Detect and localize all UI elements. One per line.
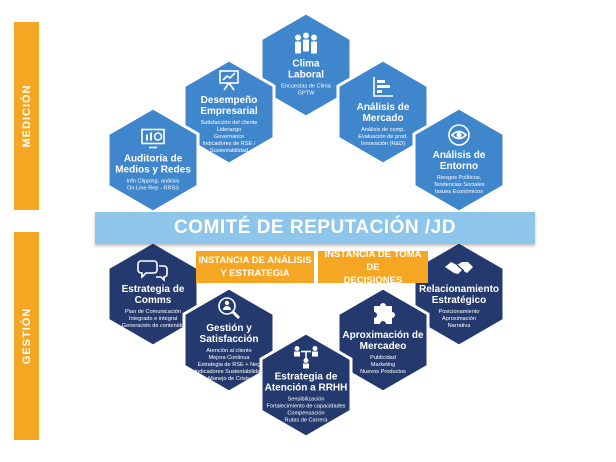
medicion-hex-title: Empresarial (200, 106, 257, 117)
gestion-hex-title: Gestión y (206, 323, 252, 334)
magnifier-user-icon (218, 297, 241, 320)
handshake-icon (445, 262, 473, 274)
gestion-hex-title: Estratégico (432, 295, 486, 306)
gestion-hex-shape (182, 286, 276, 394)
gestion-hex-item: Fortalecimiento de capacidades (267, 404, 346, 410)
gestion-hex-item: Rutas de Carrera (285, 418, 329, 424)
gestion-hex-4: Aproximación deMercadeoPublicidadMarketi… (336, 286, 430, 394)
gestion-hex-item: Plan de Comunicación (125, 309, 181, 315)
medicion-hex-item: Evaluación de prod. (358, 134, 408, 140)
instance-decisions-box: INSTANCIA DE TOMA DE DECISIONES (318, 248, 428, 286)
medicion-hex-shape (182, 58, 276, 166)
gestion-hex-item: Narrativa (448, 323, 472, 329)
medicion-hex-item: Issues Económicos (435, 189, 483, 195)
medicion-hex-item: Liderazgo (217, 127, 242, 133)
gestion-hex-item: Posicionamiento (438, 309, 479, 315)
medicion-hex-item: Encuestas de Clima (281, 84, 332, 90)
medicion-hex-shape (259, 11, 353, 119)
speech-bubbles-icon (137, 260, 168, 282)
team-network-icon (294, 346, 318, 369)
medicion-hex-item: Sustentabilidad (210, 148, 248, 154)
gestion-hex-item: Generación de contenido (122, 323, 185, 329)
gestion-hex-title: Mercadeo (360, 341, 407, 352)
instance-decisions-line-1: INSTANCIA DE TOMA DE (324, 248, 422, 273)
medicion-hex-item: GPTW (298, 91, 315, 97)
medicion-hex-item: Innovación (R&D) (361, 141, 405, 147)
medicion-hex-item: On Line Rep - RRSS (127, 186, 179, 192)
gestion-hex-item: Marketing (371, 362, 396, 368)
medicion-hex-item: Satisfacción del cliente (201, 120, 258, 126)
gestion-hex-shape (259, 331, 353, 439)
gestion-hex-item: Atención al cliente (206, 348, 251, 354)
gestion-hex-item: Indicadores Sustentabilidad (195, 369, 264, 375)
medicion-hex-item: Governance (214, 134, 244, 140)
medicion-hex-shape (336, 58, 430, 166)
instance-analysis-line-1: INSTANCIA DE ANÁLISIS (198, 255, 312, 266)
target-eye-icon (448, 124, 470, 146)
people-group-icon (295, 32, 317, 54)
instance-analysis-line-2: Y ESTRATEGIA (220, 268, 290, 279)
medicion-hex-item: Indicadores de RSE / (203, 141, 256, 147)
committee-banner: COMITÉ DE REPUTACIÓN /JD (95, 212, 535, 244)
medicion-hex-title: Análisis de (433, 150, 486, 161)
gestion-hex-item: Publicidad (370, 355, 396, 361)
medicion-hex-title: Medios y Redes (115, 165, 191, 176)
medicion-hex-title: Desempeño (201, 95, 258, 106)
medicion-hex-title: Entorno (440, 161, 478, 172)
instance-analysis-box: INSTANCIA DE ANÁLISIS Y ESTRATEGIA (196, 251, 314, 283)
gestion-hex-item: Estrategia de RSE + Neg (198, 362, 261, 368)
gestion-hex-item: Mejora Continua (208, 355, 250, 361)
gestion-hex-item: Compensación (287, 411, 324, 417)
medicion-hex-title: Análisis de (357, 102, 410, 113)
gestion-hex-title: Comms (135, 295, 172, 306)
presentation-board-icon (219, 70, 239, 91)
gestion-hex-item: Integrado e integral (129, 316, 177, 322)
gestion-hex-title: Aproximación de (342, 330, 424, 341)
puzzle-piece-icon (374, 303, 395, 324)
gestion-hex-shape (336, 286, 430, 394)
gestion-hex-title: Estrategia de (122, 284, 185, 295)
gestion-hex-item: Sensibilización (287, 397, 324, 403)
instance-decisions-line-2: DECISIONES (343, 274, 403, 286)
bar-chart-icon (373, 77, 393, 97)
gestion-sidebar: GESTIÓN (14, 232, 39, 440)
medicion-hex-item: Tendencias Sociales (434, 182, 485, 188)
gestion-hex-title: Relacionamiento (419, 284, 499, 295)
gestion-hex-item: Manejo de Crisis (208, 376, 250, 382)
gestion-hex-item: Nuevos Productos (360, 369, 406, 375)
medicion-hex-title: Mercado (362, 113, 403, 124)
gestion-hex-item: Aproximación (442, 316, 476, 322)
medicion-hex-title: Clima (292, 59, 320, 70)
gestion-hex-title: Atención a RRHH (265, 383, 348, 394)
medicion-hex-item: Riesgos Políticos, (437, 175, 482, 181)
gestion-hex-title: Satisfacción (200, 334, 259, 345)
medicion-hex-title: Laboral (288, 70, 324, 81)
medicion-hex-item: Info Clipping, análisis (127, 179, 180, 185)
medicion-hex-item: Análisis de comp. (361, 127, 405, 133)
medicion-sidebar: MEDICIÓN (14, 22, 39, 210)
monitor-chart-icon (141, 128, 165, 149)
medicion-hex-title: Auditoría de (124, 154, 183, 165)
gestion-hex-title: Estrategia de (275, 372, 338, 383)
committee-title: COMITÉ DE REPUTACIÓN /JD (174, 217, 456, 238)
